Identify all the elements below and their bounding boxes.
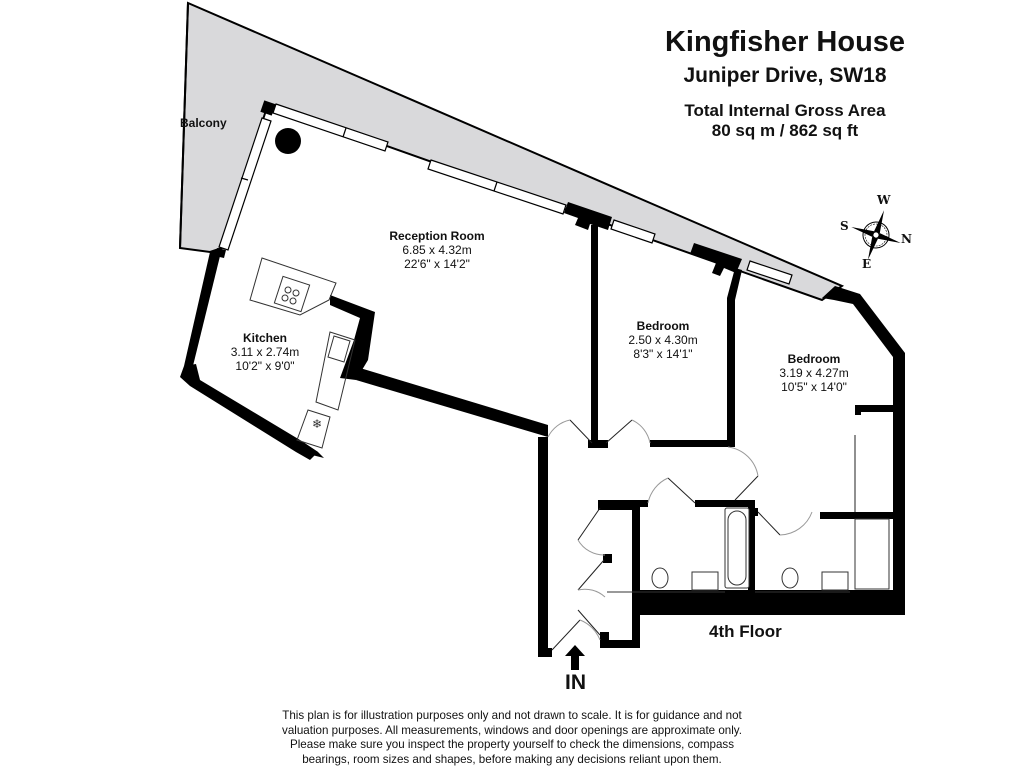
room-imperial: 10'5" x 14'0": [781, 380, 847, 394]
area-value: 80 sq m / 862 sq ft: [711, 121, 859, 140]
entrance-label: IN: [565, 671, 586, 694]
property-address: Juniper Drive, SW18: [683, 64, 887, 87]
room-metric: 3.11 x 2.74m: [230, 345, 300, 359]
room-metric: 6.85 x 4.32m: [402, 243, 472, 257]
disclaimer-line: bearings, room sizes and shapes, before …: [302, 752, 722, 766]
windows: [218, 103, 793, 285]
room-imperial: 22'6" x 14'2": [404, 257, 470, 271]
room-imperial: 10'2" x 9'0": [235, 359, 295, 373]
entrance-arrow-icon: [565, 645, 585, 670]
compass-label-s: S: [840, 219, 849, 233]
compass-label-n: N: [901, 232, 912, 246]
disclaimer-line: valuation purposes. All measurements, wi…: [282, 723, 742, 737]
bathroom-fixtures: [607, 507, 890, 593]
room-name: Bedroom: [787, 352, 841, 366]
svg-text:❄: ❄: [312, 417, 322, 431]
room-metric: 3.19 x 4.27m: [779, 366, 849, 380]
room-name: Bedroom: [636, 319, 690, 333]
room-imperial: 8'3" x 14'1": [633, 347, 693, 361]
compass-label-e: E: [862, 257, 872, 271]
room-label-kitchen: Kitchen 3.11 x 2.74m 10'2" x 9'0": [231, 331, 299, 373]
room-name: Reception Room: [389, 229, 485, 243]
disclaimer-line: Please make sure you inspect the propert…: [289, 738, 734, 751]
room-label-bedroom-1: Bedroom 2.50 x 4.30m 8'3" x 14'1": [628, 319, 697, 361]
compass-rose-icon: [851, 210, 901, 260]
property-name: Kingfisher House: [664, 26, 906, 58]
doors: [547, 419, 856, 651]
room-label-reception: Reception Room 6.85 x 4.32m 22'6" x 14'2…: [389, 229, 484, 271]
room-metric: 2.50 x 4.30m: [628, 333, 698, 347]
walls: [180, 100, 905, 657]
disclaimer: This plan is for illustration purposes o…: [262, 709, 762, 767]
room-name: Kitchen: [242, 331, 288, 345]
balcony-label: Balcony: [180, 116, 227, 130]
compass-label-w: W: [877, 193, 891, 207]
room-label-bedroom-2: Bedroom 3.19 x 4.27m 10'5" x 14'0": [779, 352, 848, 394]
kitchen-fixtures: ❄: [249, 257, 356, 449]
floor-label: 4th Floor: [709, 622, 782, 641]
disclaimer-line: This plan is for illustration purposes o…: [282, 709, 742, 722]
area-label: Total Internal Gross Area: [684, 101, 886, 120]
